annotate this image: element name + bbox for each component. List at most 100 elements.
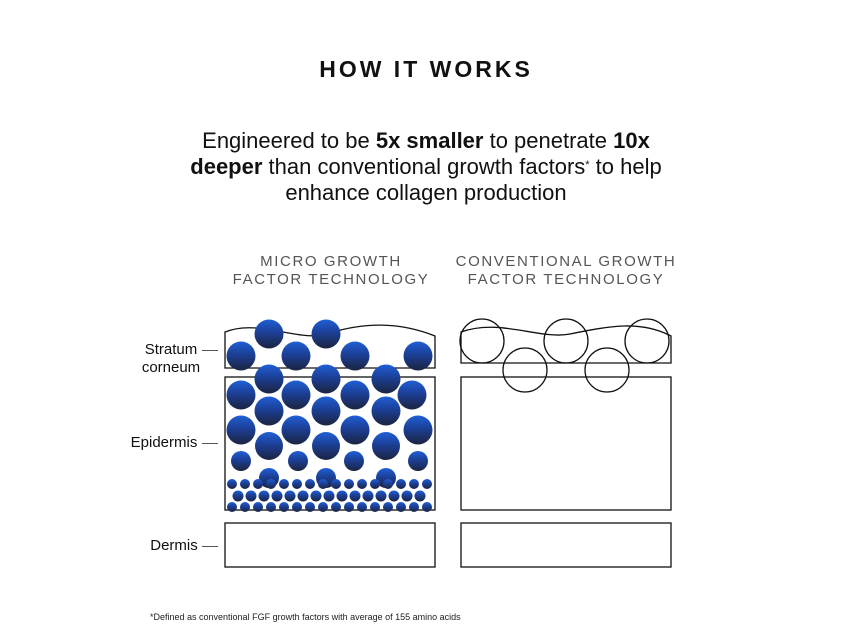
micro-particle [226, 341, 256, 371]
micro-particle [226, 415, 256, 445]
micro-particle [279, 502, 289, 512]
micro-particle [383, 479, 393, 489]
micro-particle [372, 432, 400, 460]
micro-heading-line-2: FACTOR TECHNOLOGY [232, 271, 430, 288]
dermis-label: Dermis [150, 537, 198, 554]
micro-column-heading: MICRO GROWTH FACTOR TECHNOLOGY [225, 253, 437, 289]
micro-particle [281, 341, 311, 371]
micro-particle [362, 490, 374, 502]
micro-particle [397, 380, 427, 410]
conventional-heading-line-1: CONVENTIONAL GROWTH [455, 253, 677, 270]
micro-particle [331, 502, 341, 512]
micro-particle [227, 479, 237, 489]
micro-particle [401, 490, 413, 502]
micro-particle [388, 490, 400, 502]
micro-particle [409, 479, 419, 489]
headline-bold-depth: 10x deeper [190, 128, 650, 179]
micro-particle [240, 479, 250, 489]
micro-particle [370, 479, 380, 489]
micro-particle [255, 432, 283, 460]
micro-particle [312, 432, 340, 460]
micro-particle [383, 502, 393, 512]
headline-bold-size: 5x smaller [375, 128, 484, 153]
micro-particle [254, 319, 284, 349]
micro-particle [349, 490, 361, 502]
conventional-particle [502, 347, 548, 393]
micro-particle [281, 415, 311, 445]
micro-particle [292, 479, 302, 489]
conventional-growth-factor-particles [459, 318, 670, 393]
micro-particle [396, 479, 406, 489]
micro-particle [266, 502, 276, 512]
micro-particle [281, 380, 311, 410]
micro-particle [340, 341, 370, 371]
micro-particle [414, 490, 426, 502]
micro-particle [375, 490, 387, 502]
micro-particle [231, 451, 251, 471]
micro-particle [403, 415, 433, 445]
dermis-leader-line [202, 546, 218, 547]
micro-particle [396, 502, 406, 512]
conventional-stratum-box [460, 325, 672, 364]
micro-particle [370, 502, 380, 512]
epidermis-leader-line [202, 443, 218, 444]
micro-particle [305, 479, 315, 489]
headline-text-2: to penetrate [483, 128, 614, 153]
micro-particle [279, 479, 289, 489]
micro-particle [297, 490, 309, 502]
micro-particle [240, 502, 250, 512]
micro-particle [318, 479, 328, 489]
stratum-label-line-1: Stratum [144, 341, 198, 358]
micro-particle [226, 380, 256, 410]
micro-particle [323, 490, 335, 502]
micro-particle [245, 490, 257, 502]
micro-particle [340, 380, 370, 410]
epidermis-label: Epidermis [130, 434, 198, 451]
micro-particle [403, 341, 433, 371]
micro-particle [409, 502, 419, 512]
micro-particle [258, 490, 270, 502]
conventional-particle [543, 318, 589, 364]
micro-particle [311, 319, 341, 349]
micro-particle [357, 479, 367, 489]
headline-footnote-mark: * [585, 159, 590, 171]
micro-particle [254, 396, 284, 426]
headline-text-3: than conventional growth factors [262, 154, 586, 179]
micro-particle [344, 502, 354, 512]
micro-particle [344, 479, 354, 489]
micro-particle [422, 502, 432, 512]
conventional-heading-line-2: FACTOR TECHNOLOGY [467, 271, 665, 288]
micro-particle [318, 502, 328, 512]
micro-particle [344, 451, 364, 471]
micro-particle [254, 364, 284, 394]
headline-text-4: to help enhance collagen production [285, 154, 662, 205]
micro-heading-line-1: MICRO GROWTH [260, 253, 402, 270]
micro-particle [336, 490, 348, 502]
stratum-label-line-2: corneum [141, 359, 201, 376]
headline: Engineered to be 5x smaller to penetrate… [176, 128, 676, 206]
conventional-epidermis-box [460, 376, 672, 511]
micro-particle [311, 364, 341, 394]
conventional-particle [584, 347, 630, 393]
headline-text-1: Engineered to be [202, 128, 376, 153]
footnote: *Defined as conventional FGF growth fact… [150, 612, 461, 622]
micro-particle [310, 490, 322, 502]
micro-particle [305, 502, 315, 512]
micro-particle [422, 479, 432, 489]
micro-growth-factor-particles [226, 319, 433, 512]
micro-particle [311, 396, 341, 426]
micro-particle [284, 490, 296, 502]
micro-particle [227, 502, 237, 512]
micro-particle [292, 502, 302, 512]
conventional-particle [624, 318, 670, 364]
micro-particle [253, 479, 263, 489]
conventional-particle [459, 318, 505, 364]
micro-dermis-box [224, 522, 436, 568]
conventional-column-heading: CONVENTIONAL GROWTH FACTOR TECHNOLOGY [448, 253, 684, 289]
micro-particle [340, 415, 370, 445]
micro-particle [271, 490, 283, 502]
micro-particle [288, 451, 308, 471]
micro-particle [253, 502, 263, 512]
micro-particle [357, 502, 367, 512]
